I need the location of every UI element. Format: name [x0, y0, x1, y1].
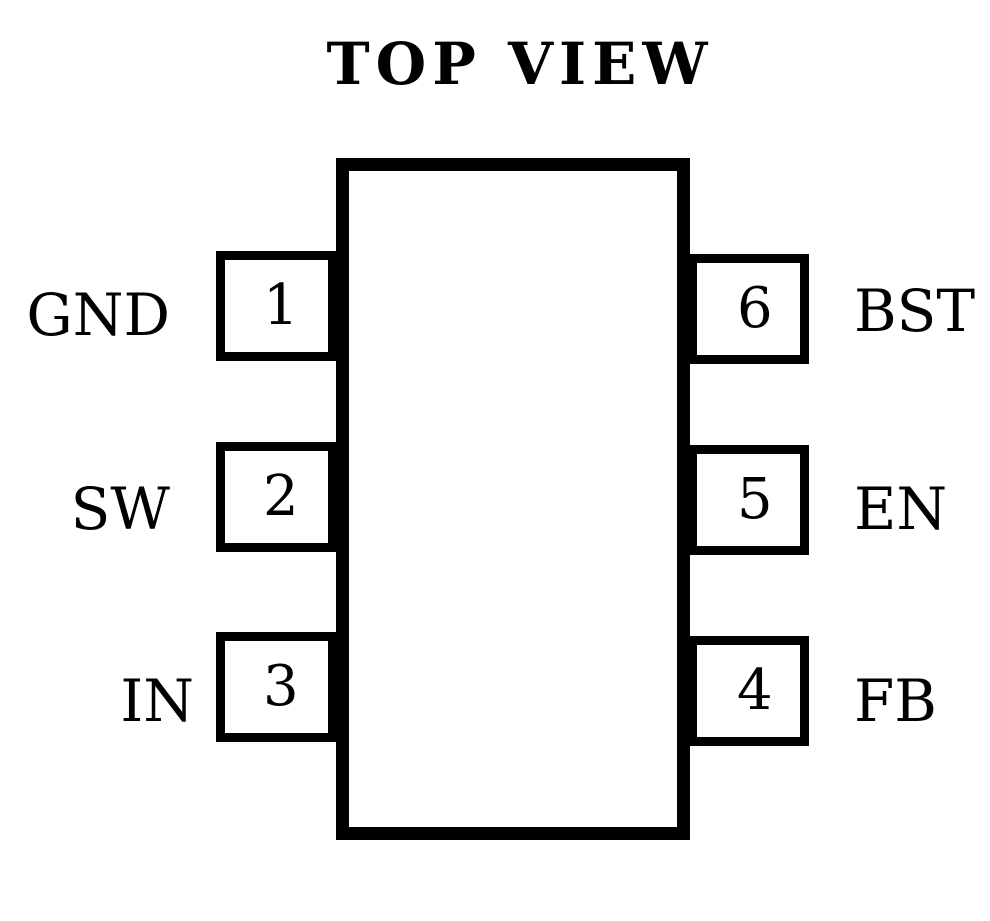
- pin-3-number: 3: [263, 654, 299, 719]
- pin-6-number: 6: [737, 276, 773, 341]
- pin-6-pad: 6: [688, 254, 809, 364]
- pin-1-pad: 1: [216, 251, 337, 361]
- pin-3-label: IN: [120, 667, 194, 735]
- pin-2-pad: 2: [216, 442, 337, 552]
- pin-2-label: SW: [70, 475, 170, 543]
- pin-4-label: FB: [854, 667, 937, 735]
- pin-4-number: 4: [737, 658, 773, 723]
- pin-5-label: EN: [854, 475, 948, 543]
- pin-6-label: BST: [854, 277, 976, 345]
- pin-5-number: 5: [737, 467, 773, 532]
- pin-5-pad: 5: [688, 445, 809, 555]
- pin-2-number: 2: [263, 464, 299, 529]
- diagram-title: TOP VIEW: [326, 30, 714, 98]
- pin-1-label: GND: [26, 281, 170, 349]
- pin-1-number: 1: [263, 273, 299, 338]
- pin-3-pad: 3: [216, 632, 337, 742]
- ic-package-body: [336, 158, 690, 840]
- pin-4-pad: 4: [688, 636, 809, 746]
